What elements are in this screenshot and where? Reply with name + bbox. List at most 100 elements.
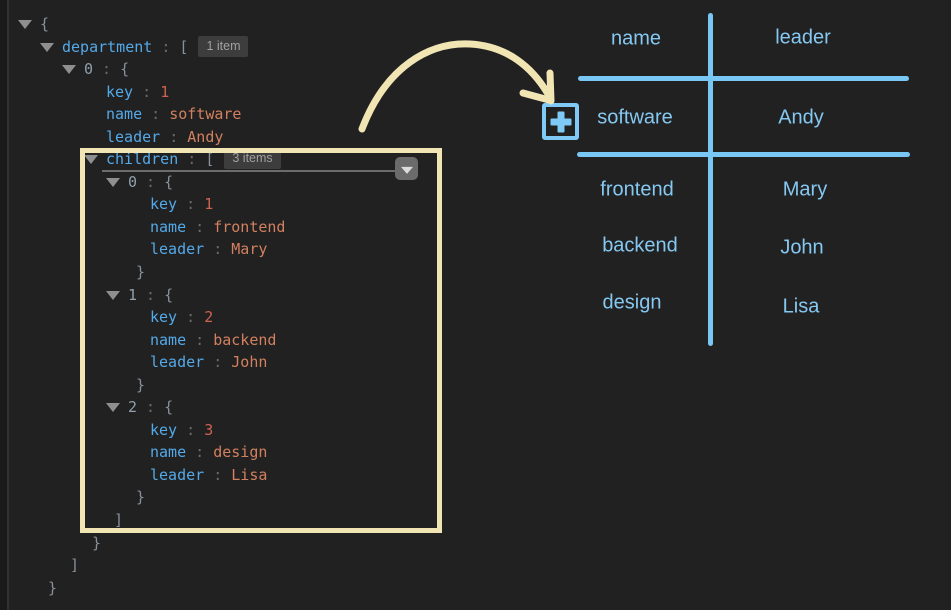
json-string-value: Lisa	[231, 465, 268, 484]
json-bracket: }	[48, 578, 58, 597]
json-colon: :	[177, 195, 205, 214]
json-number-value: 2	[204, 308, 214, 327]
type-dropdown-button[interactable]	[395, 157, 418, 181]
json-bracket: {	[40, 15, 50, 33]
table-cell-leader: Mary	[782, 178, 828, 201]
json-string-value: Mary	[231, 240, 268, 259]
expand-triangle-icon[interactable]	[84, 155, 98, 165]
expand-triangle-icon[interactable]	[106, 403, 120, 413]
tree-row: }	[0, 261, 530, 284]
gutter-divider	[7, 0, 9, 610]
tree-row: }	[0, 374, 530, 397]
json-array-index: 0	[128, 172, 138, 191]
json-bracket: }	[92, 533, 102, 552]
json-number-value: 1	[160, 82, 170, 101]
json-colon: :	[93, 60, 121, 79]
json-colon: :	[152, 37, 180, 56]
expand-triangle-icon[interactable]	[106, 290, 120, 300]
tree-row: leader : Mary	[0, 238, 530, 261]
expand-triangle-icon[interactable]	[40, 42, 54, 52]
row-underline	[102, 170, 395, 173]
json-number-value: 1	[204, 195, 214, 214]
tree-row: }	[0, 486, 530, 509]
json-bracket: ]	[70, 556, 80, 575]
json-bracket: ]	[114, 511, 124, 530]
tree-row: leader : John	[0, 351, 530, 374]
json-key: key	[150, 195, 178, 214]
json-array-index: 0	[84, 60, 94, 79]
json-key: name	[106, 105, 143, 124]
tree-row: 1 : {	[0, 284, 530, 307]
tree-row: ]	[0, 554, 530, 577]
table-header-rule	[578, 76, 909, 81]
json-bracket: }	[136, 488, 146, 507]
json-key: key	[150, 308, 178, 327]
json-colon: :	[204, 353, 232, 372]
table-cell-leader: John	[780, 236, 824, 259]
json-key: children	[106, 150, 179, 169]
json-bracket: }	[136, 263, 146, 282]
json-string-value: software	[169, 105, 242, 124]
tree-row: }	[0, 532, 530, 555]
json-string-value: Andy	[187, 127, 224, 146]
json-colon: :	[137, 285, 165, 304]
tree-row: name : design	[0, 441, 530, 464]
json-colon: :	[142, 105, 170, 124]
json-bracket: {	[120, 60, 130, 79]
tree-row: key : 1	[0, 193, 530, 216]
tree-row: key : 1	[0, 81, 530, 104]
item-count-badge: 1 item	[198, 35, 249, 57]
expand-triangle-icon[interactable]	[106, 177, 120, 187]
json-colon: :	[204, 465, 232, 484]
json-key: key	[106, 82, 134, 101]
json-colon: :	[204, 240, 232, 259]
tree-row: 2 : {	[0, 396, 530, 419]
json-key: key	[150, 420, 178, 439]
tree-row: department : [1 item	[0, 35, 530, 59]
json-key: department	[62, 37, 153, 56]
tree-row: {	[0, 13, 530, 36]
json-bracket: [	[205, 150, 215, 169]
expand-triangle-icon[interactable]	[18, 20, 32, 29]
tree-row: leader : Andy	[0, 126, 530, 149]
item-count-badge: 3 items	[224, 148, 281, 170]
json-bracket: {	[164, 398, 174, 417]
json-key: leader	[150, 240, 205, 259]
table-header-leader: leader	[775, 26, 831, 49]
tree-row: name : software	[0, 103, 530, 126]
json-colon: :	[177, 308, 205, 327]
json-key: name	[150, 443, 187, 462]
json-colon: :	[177, 420, 205, 439]
json-key: name	[150, 217, 187, 236]
tree-row: ]	[0, 509, 530, 532]
json-number-value: 3	[204, 420, 214, 439]
json-colon: :	[186, 443, 214, 462]
json-bracket: {	[164, 285, 174, 304]
json-array-index: 1	[128, 285, 138, 304]
tree-row: name : frontend	[0, 216, 530, 239]
tree-row: children : [3 items	[0, 148, 530, 181]
json-key: name	[150, 330, 187, 349]
tree-row: }	[0, 577, 530, 600]
json-string-value: frontend	[213, 217, 286, 236]
json-colon: :	[178, 150, 206, 169]
json-colon: :	[133, 82, 161, 101]
chevron-down-icon	[400, 166, 413, 174]
json-string-value: design	[213, 443, 268, 462]
json-key: leader	[150, 465, 205, 484]
table-column-divider	[708, 13, 713, 346]
table-cell-leader: Andy	[778, 106, 824, 129]
tree-row: 0 : {	[0, 171, 530, 194]
json-colon: :	[186, 217, 214, 236]
add-row-button[interactable]	[542, 103, 579, 140]
expand-triangle-icon[interactable]	[62, 65, 76, 75]
json-colon: :	[186, 330, 214, 349]
json-array-index: 2	[128, 398, 138, 417]
json-key: leader	[150, 353, 205, 372]
table-cell-name: backend	[602, 234, 678, 257]
tree-row: key : 2	[0, 306, 530, 329]
tree-row: key : 3	[0, 419, 530, 442]
table-cell-name: design	[602, 291, 662, 314]
json-bracket: {	[164, 172, 174, 191]
